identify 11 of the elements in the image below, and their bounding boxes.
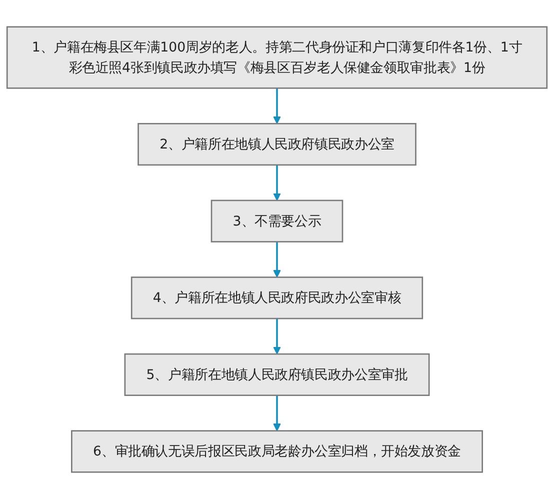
node-box: 6、审批确认无误后报区民政局老龄办公室归档，开始发放资金 — [71, 430, 483, 473]
arrow — [273, 318, 281, 354]
node-box: 3、不需要公示 — [210, 200, 344, 242]
node-box: 1、户籍在梅县区年满100周岁的老人。持第二代身份证和户口薄复印件各1份、1寸彩色近照4张到镇民政办填写《梅县区百岁老人保健金领取审批表》1份 — [6, 26, 548, 89]
arrow — [273, 88, 281, 124]
arrow — [273, 164, 281, 201]
arrow — [273, 395, 281, 432]
node-box: 2、户籍所在地镇人民政府镇民政办公室 — [138, 122, 416, 166]
node-box: 5、户籍所在地镇人民政府镇民政办公室审批 — [124, 353, 430, 396]
node-box: 4、户籍所在地镇人民政府民政办公室审核 — [130, 276, 424, 320]
arrow — [273, 242, 281, 278]
